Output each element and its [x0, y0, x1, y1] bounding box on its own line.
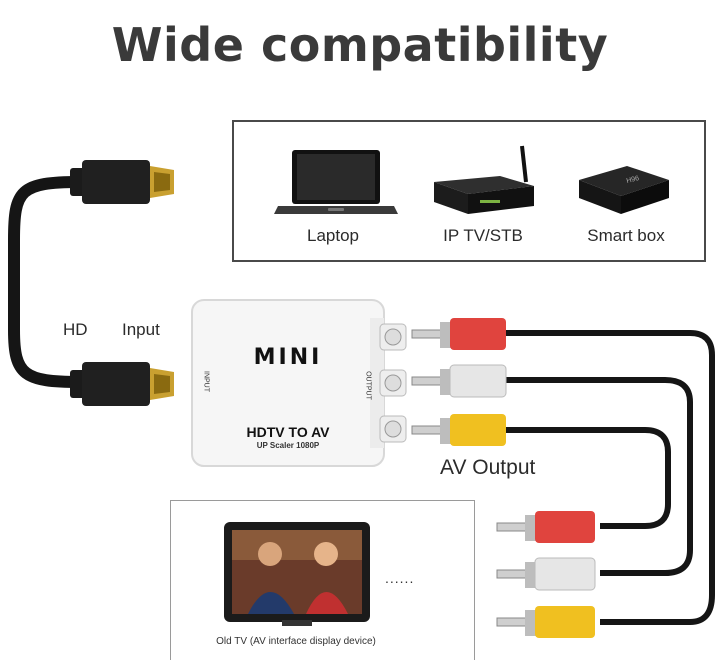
hdmi-cable	[7, 176, 86, 388]
rca-plug-red-end	[496, 511, 595, 543]
converter-model: HDTV TO AV	[246, 424, 330, 440]
device-label-smart-box: Smart box	[587, 226, 665, 245]
smart-box-icon: H96	[579, 166, 669, 214]
rca-plug-red	[411, 318, 506, 350]
rca-plug-white-end	[496, 557, 596, 591]
device-label-laptop: Laptop	[307, 226, 359, 245]
rca-plug-yellow-end	[496, 606, 595, 638]
set-top-box-icon	[434, 145, 534, 214]
converter-subtitle: UP Scaler 1080P	[256, 441, 320, 450]
rca-plug-yellow	[411, 414, 506, 446]
av-output-label: AV Output	[440, 456, 536, 479]
old-tv-icon	[224, 522, 370, 626]
old-tv-caption: Old TV (AV interface display device)	[216, 636, 376, 647]
input-label: Input	[122, 320, 160, 339]
converter-brand: MINI	[253, 345, 323, 370]
page-title: Wide compatibility	[111, 18, 609, 72]
laptop-icon	[274, 150, 398, 214]
hdmi-plug-bottom	[70, 362, 174, 406]
rca-ports	[379, 323, 407, 443]
rca-plug-white	[411, 364, 507, 398]
old-tv-panel	[170, 500, 475, 660]
svg-text:H96: H96	[626, 175, 640, 185]
converter-box	[191, 299, 385, 467]
device-label-iptv: IP TV/STB	[443, 226, 523, 245]
compatible-devices-panel	[232, 120, 706, 262]
hdmi-plug-top	[70, 160, 174, 204]
hd-label: HD	[63, 320, 88, 339]
more-devices-ellipsis: ......	[385, 570, 415, 586]
